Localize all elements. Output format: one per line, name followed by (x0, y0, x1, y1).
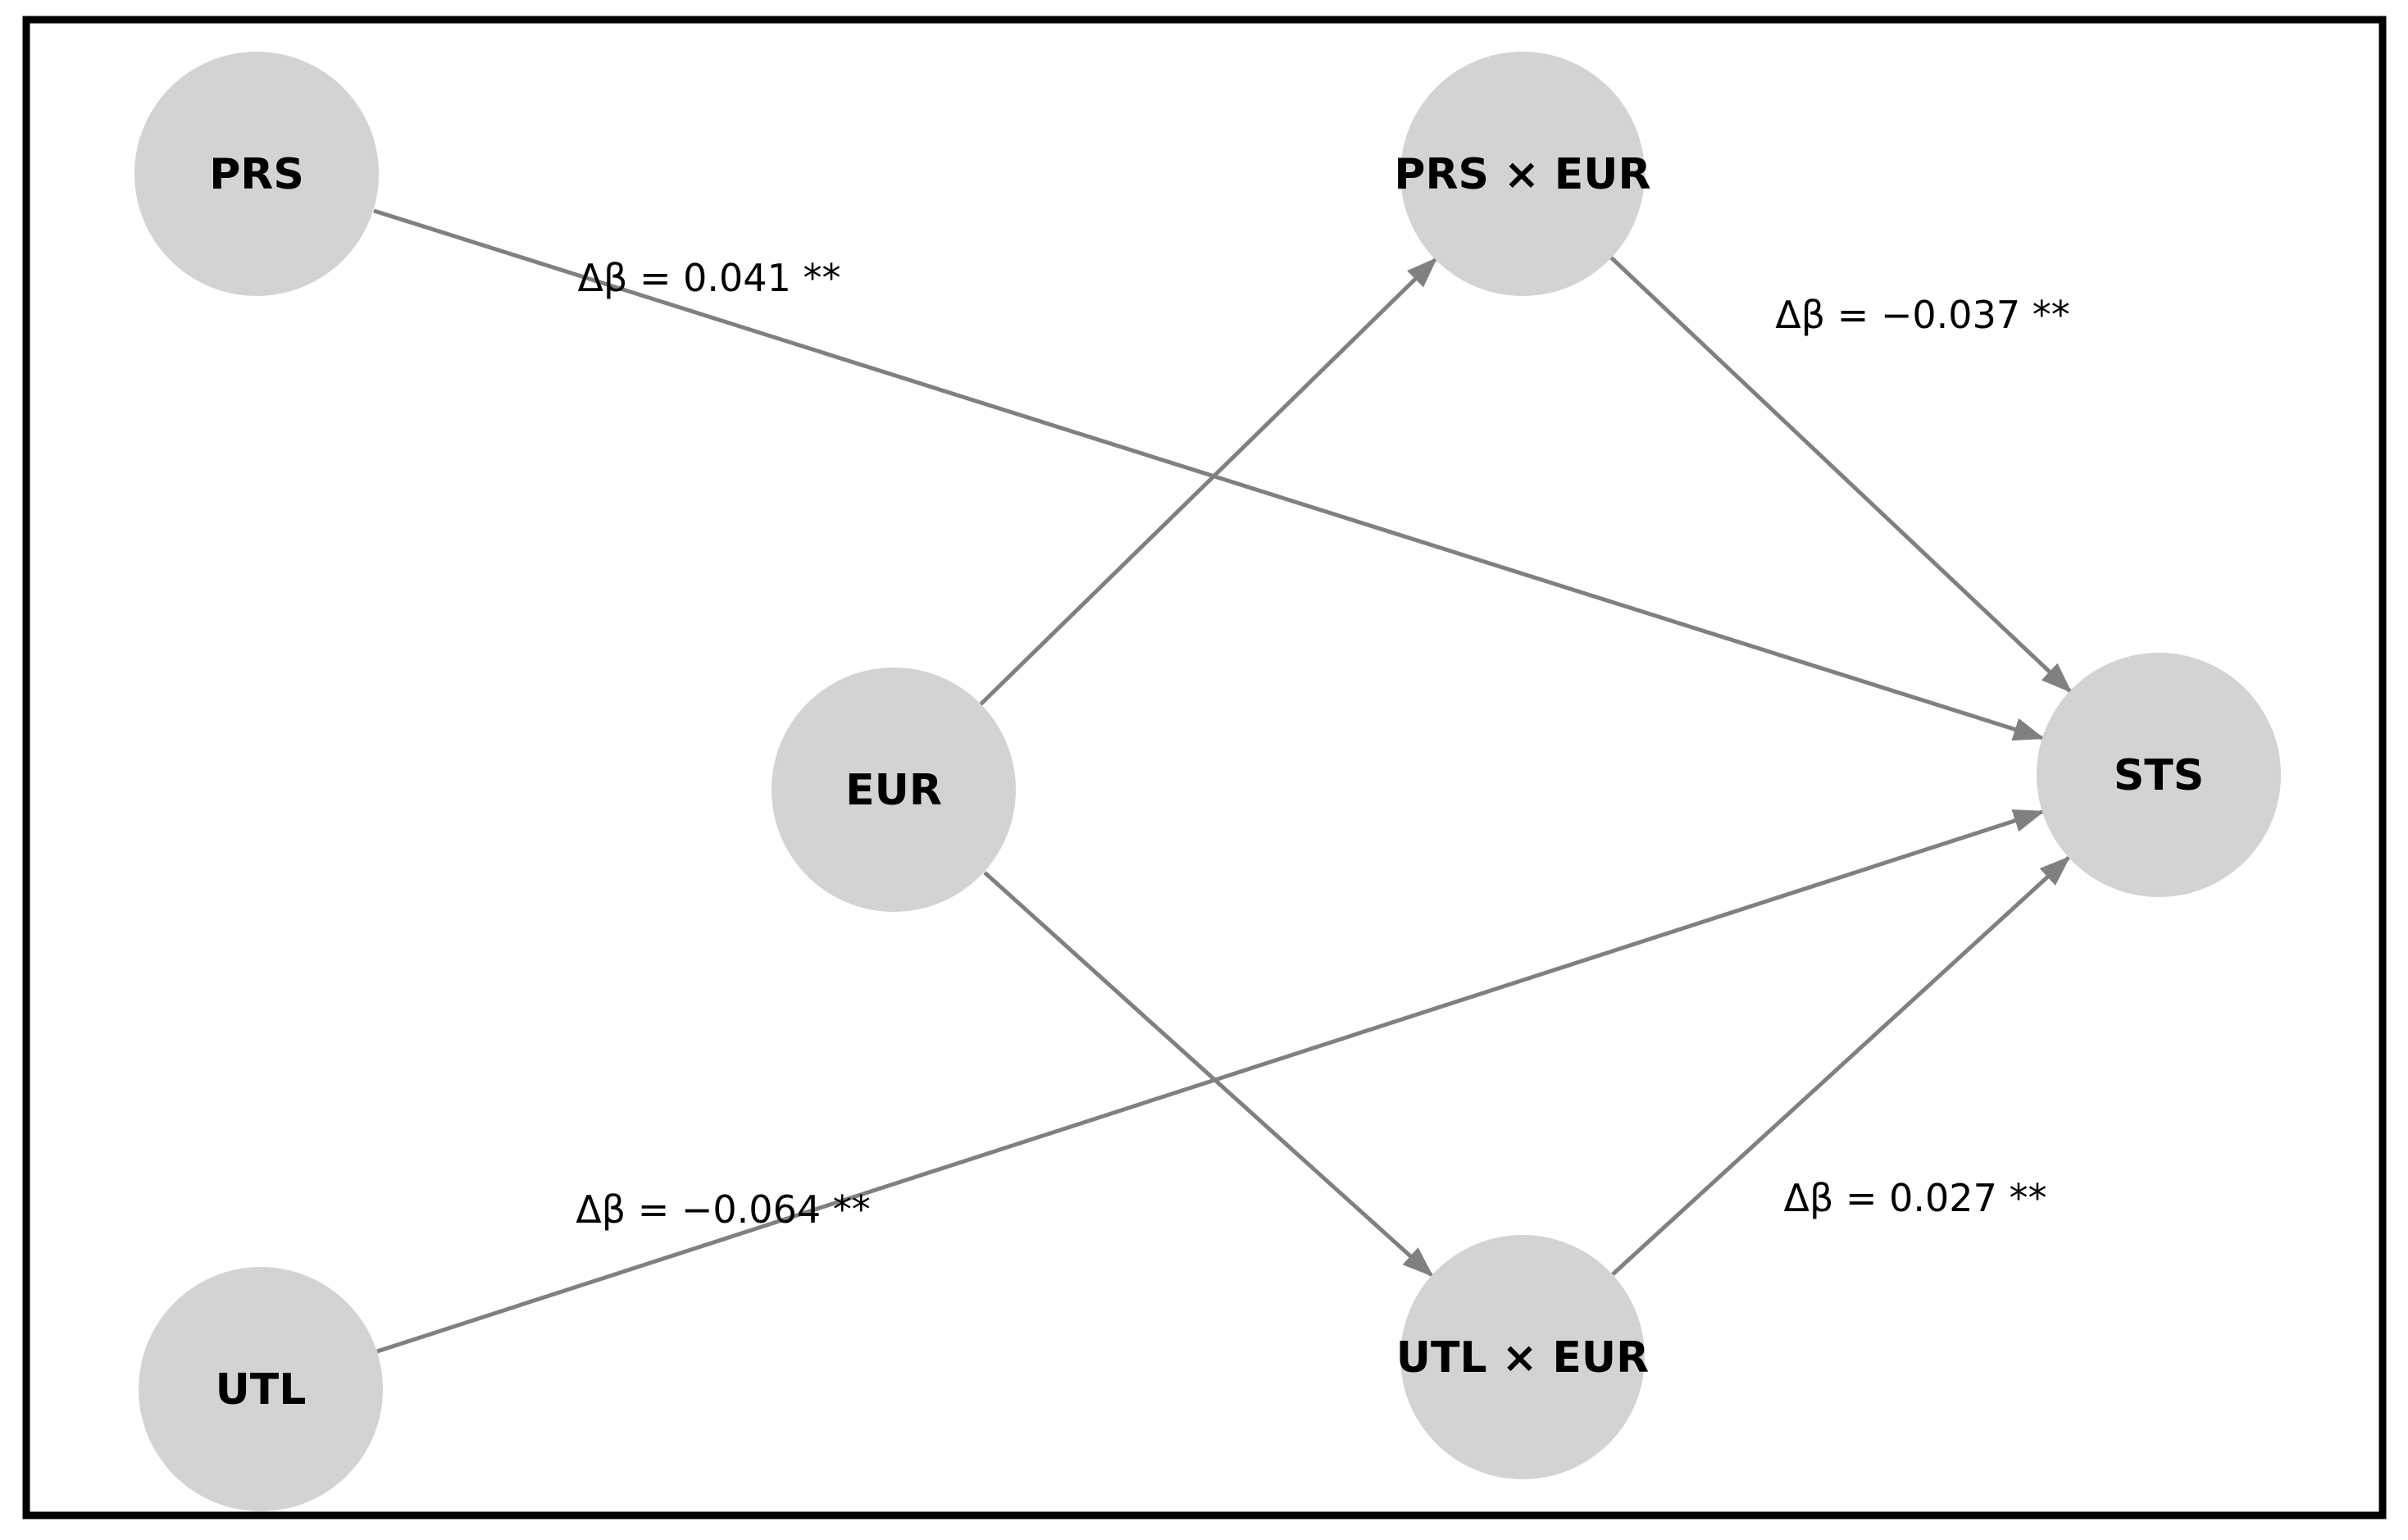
edge-label-utl-x-eur-sts: Δβ = 0.027 ** (1784, 1176, 2047, 1220)
edge-utl-to-sts (376, 809, 2046, 1354)
edge-label-prs-sts: Δβ = 0.041 ** (578, 256, 841, 300)
edge-utl-x-eur-to-sts (1611, 855, 2071, 1276)
node-prs-label: PRS (209, 150, 304, 199)
edge-eur-to-utl-x-eur (983, 871, 1434, 1278)
node-eur-label: EUR (845, 766, 942, 815)
node-eur: EUR (772, 667, 1016, 912)
edge-prs-to-sts (373, 208, 2046, 741)
node-utl-label: UTL (216, 1365, 307, 1415)
edge-prs-x-eur-to-sts (1609, 256, 2073, 694)
node-eur-circle (772, 667, 1016, 912)
node-utl-x-eur-label: UTL × EUR (1396, 1333, 1649, 1383)
edge-eur-to-prs-x-eur (979, 257, 1438, 706)
node-prs-x-eur-circle (1400, 52, 1645, 296)
edge-labels-group: Δβ = 0.041 ** Δβ = −0.064 ** Δβ = −0.037… (576, 256, 2069, 1232)
node-sts-label: STS (2114, 751, 2204, 800)
node-prs-circle (134, 52, 379, 296)
figure-frame (22, 16, 2387, 1519)
edge-label-prs-x-eur-sts: Δβ = −0.037 ** (1775, 293, 2069, 337)
node-sts-circle (2037, 653, 2281, 897)
node-utl: UTL (139, 1267, 383, 1511)
node-utl-circle (139, 1267, 383, 1511)
node-sts: STS (2037, 653, 2281, 897)
edges-group (373, 208, 2073, 1354)
nodes-group: PRS PRS × EUR EUR STS UTL UTL × EUR (134, 52, 2281, 1511)
node-prs: PRS (134, 52, 379, 296)
node-prs-x-eur-label: PRS × EUR (1394, 150, 1650, 199)
node-utl-x-eur-circle (1400, 1235, 1645, 1479)
node-prs-x-eur: PRS × EUR (1394, 52, 1651, 296)
edge-label-utl-sts: Δβ = −0.064 ** (576, 1187, 870, 1232)
node-utl-x-eur: UTL × EUR (1396, 1235, 1649, 1479)
